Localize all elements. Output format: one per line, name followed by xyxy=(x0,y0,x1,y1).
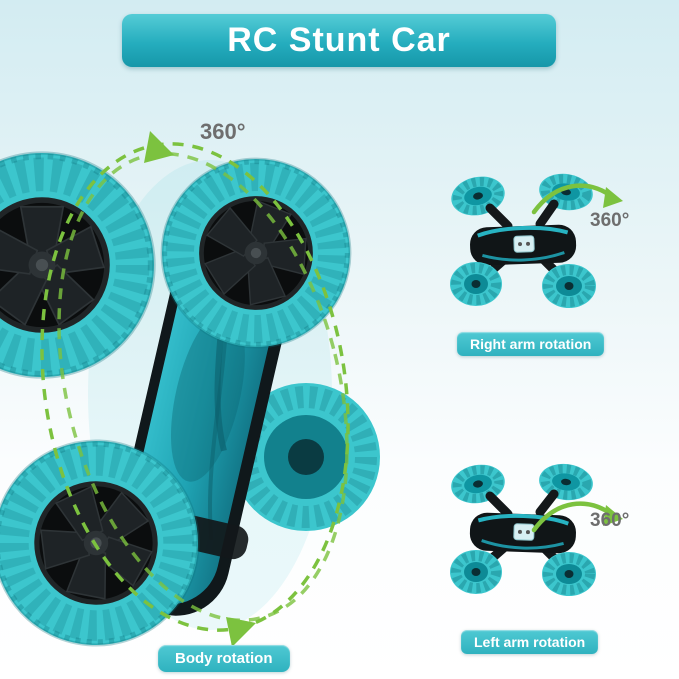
product-title: RC Stunt Car xyxy=(227,21,451,59)
right-arm-rotation-badge: Right arm rotation xyxy=(457,332,605,356)
wheel-bottom-left xyxy=(450,262,502,306)
car-body xyxy=(469,512,576,554)
car-body xyxy=(470,224,577,266)
left-arm-rotation-badge: Left arm rotation xyxy=(461,630,599,654)
wheel-bottom-left xyxy=(450,550,502,594)
wheel-bottom-right xyxy=(542,264,596,308)
stunt-car-photo-left-arm xyxy=(450,463,596,596)
rotation-degree-label-main: 360° xyxy=(200,119,246,144)
wheel-bottom-right xyxy=(542,552,596,596)
rotation-arrow-icon xyxy=(531,501,623,533)
rotation-degree-label-right: 360° xyxy=(590,210,630,231)
right-arm-rotation-feature: 360° Right arm rotation xyxy=(440,160,679,390)
left-arm-rotation-feature: 360° Left arm rotation xyxy=(440,448,679,678)
rotation-arrow-icon xyxy=(531,183,623,215)
rotation-arrow-top-icon xyxy=(144,131,174,163)
body-rotation-badge: Body rotation xyxy=(158,645,290,672)
stunt-car-photo-right-arm xyxy=(450,173,596,308)
body-rotation-feature: 360° Body rotation xyxy=(0,95,400,679)
title-banner: RC Stunt Car xyxy=(122,14,556,67)
stunt-car-photo-main xyxy=(0,95,400,679)
rotation-arrow-bottom-icon xyxy=(226,617,256,647)
wheel-top-left xyxy=(451,464,505,504)
rotation-degree-label-left: 360° xyxy=(590,510,630,531)
